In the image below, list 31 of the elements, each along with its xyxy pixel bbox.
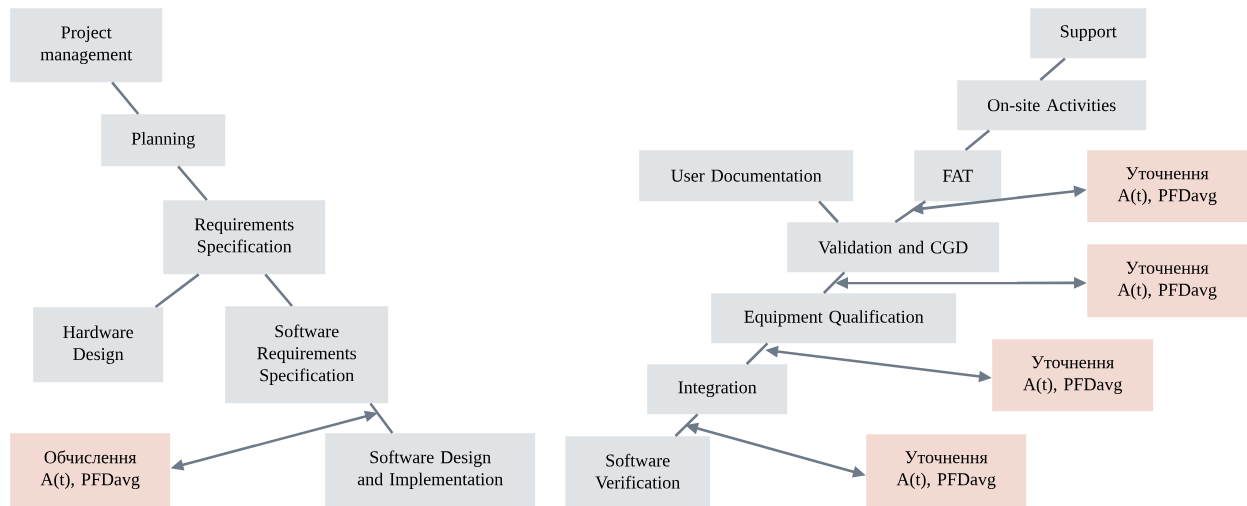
process-box: Equipment Qualification — [711, 293, 957, 344]
process-box: Planning — [101, 114, 226, 167]
connector-line — [1039, 57, 1066, 81]
process-box: FAT — [914, 150, 1002, 202]
process-box: On-site Activities — [957, 80, 1147, 131]
result-box: Уточнення A(t), PFDavg — [1087, 150, 1247, 223]
process-box: Software Design and Implementation — [325, 433, 536, 506]
process-box: Support — [1030, 8, 1147, 59]
process-box: Software Verification — [565, 436, 711, 506]
process-box: Hardware Design — [33, 307, 164, 383]
connector-line — [894, 200, 927, 224]
connector-line — [111, 81, 140, 115]
connector-line — [674, 413, 699, 437]
result-box: Уточнення A(t), PFDavg — [1087, 244, 1247, 318]
result-box: Уточнення A(t), PFDavg — [992, 339, 1154, 412]
connector-line — [745, 342, 769, 365]
connector-line — [818, 200, 839, 223]
connector-line — [369, 402, 394, 434]
process-box: User Documentation — [639, 150, 854, 202]
connector-line — [964, 129, 991, 151]
result-box: Обчислення A(t), PFDavg — [10, 433, 171, 506]
connector-line — [822, 271, 846, 294]
process-box: Software Requirements Specification — [225, 306, 389, 404]
result-box: Уточнення A(t), PFDavg — [866, 434, 1027, 506]
connector-line — [154, 273, 200, 309]
process-box: Project management — [10, 8, 163, 83]
process-box: Integration — [647, 364, 788, 415]
process-box: Validation and CGD — [787, 222, 1000, 273]
connector-line — [177, 165, 208, 201]
process-box: Requirements Specification — [163, 200, 326, 275]
connector-line — [264, 273, 293, 307]
